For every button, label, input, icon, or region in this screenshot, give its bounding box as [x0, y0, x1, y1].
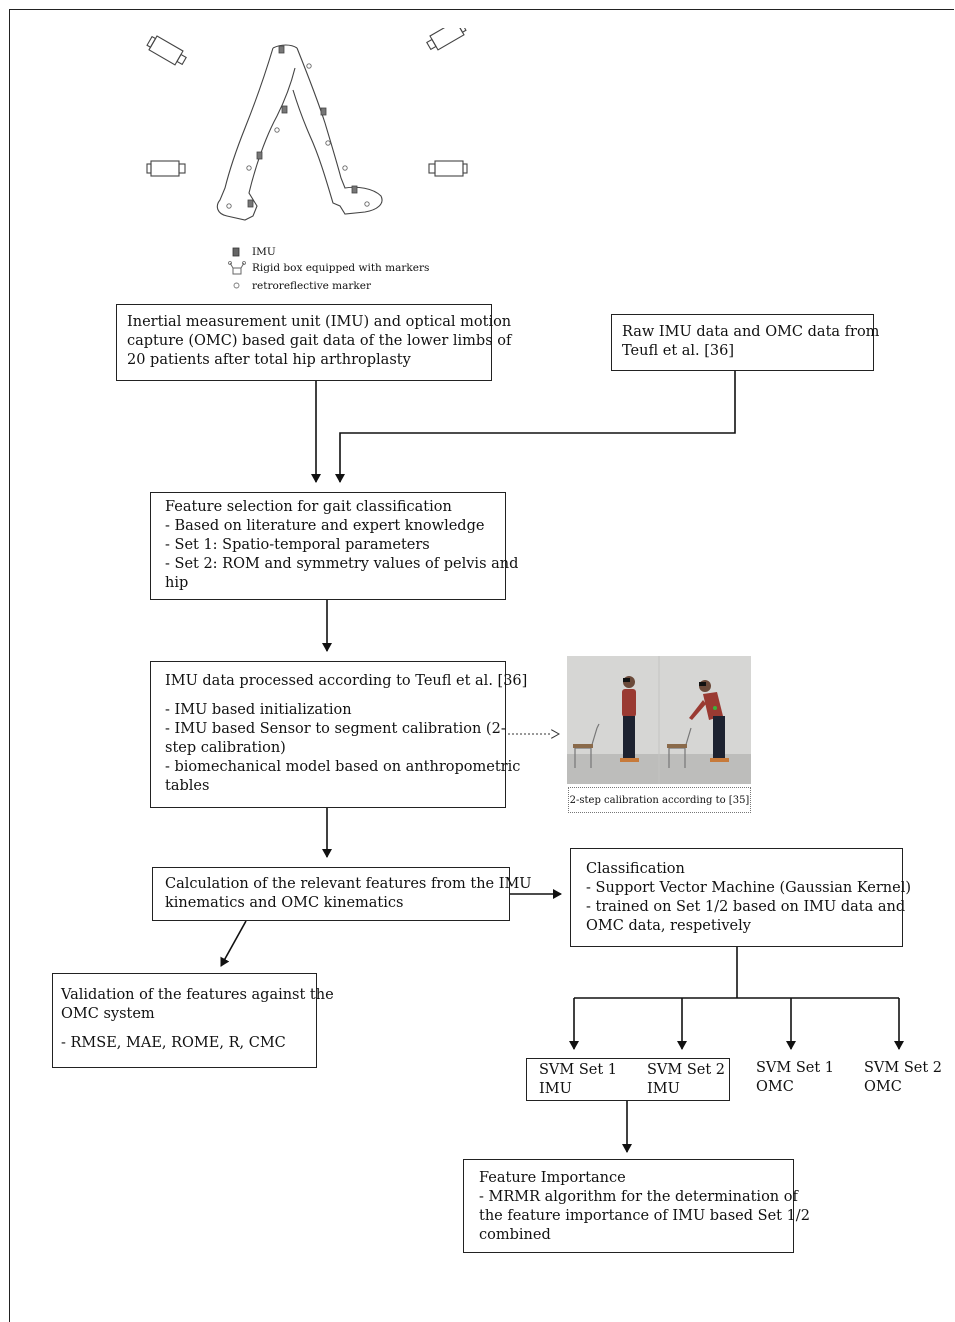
- svm-omc-set1-line: OMC: [756, 1079, 794, 1095]
- gait-capture-illustration: [146, 28, 468, 221]
- box-text-line: - MRMR algorithm for the determination o…: [479, 1189, 798, 1205]
- marker-icon: [325, 140, 331, 146]
- imu-icon: [247, 199, 254, 208]
- box-imu-processing: IMU data processed according to Teufl et…: [150, 661, 528, 808]
- svm-omc-set1-line: SVM Set 1: [756, 1060, 835, 1076]
- box-text-line: - IMU based initialization: [165, 702, 352, 718]
- svm-omc-set2-line: SVM Set 2: [864, 1060, 943, 1076]
- box-feature-importance: Feature Importance - MRMR algorithm for …: [463, 1159, 810, 1253]
- box-text-line: - Set 2: ROM and symmetry values of pelv…: [165, 556, 519, 572]
- box-input-data: Inertial measurement unit (IMU) and opti…: [116, 304, 512, 381]
- box-text-line: kinematics and OMC kinematics: [165, 895, 404, 911]
- box-text-line: capture (OMC) based gait data of the low…: [127, 333, 512, 349]
- imu-icon: [351, 185, 358, 194]
- imu-icon: [278, 45, 285, 54]
- svm-omc-set2: SVM Set 2 OMC: [864, 1059, 942, 1097]
- left-leg-outline: [216, 47, 296, 221]
- camera-icon: [146, 160, 186, 177]
- marker-icon: [274, 127, 280, 133]
- box-text-line: - IMU based Sensor to segment calibratio…: [165, 721, 506, 737]
- box-text-line: Classification: [586, 861, 685, 877]
- box-text-line: - biomechanical model based on anthropom…: [165, 759, 521, 775]
- box-text-line: - RMSE, MAE, ROME, R, CMC: [61, 1035, 286, 1051]
- svm-omc-set2-line: OMC: [864, 1079, 902, 1095]
- svm-imu-set2-line: SVM Set 2: [647, 1062, 726, 1078]
- box-text-line: Feature Importance: [479, 1170, 626, 1186]
- camera-icon: [146, 35, 187, 66]
- legend-marker-label: retroreflective marker: [252, 280, 372, 292]
- box-text-line: hip: [165, 575, 189, 591]
- box-text-line: Feature selection for gait classificatio…: [165, 499, 452, 515]
- box-text-line: - Set 1: Spatio-temporal parameters: [165, 537, 430, 553]
- imu-icon: [320, 107, 327, 116]
- legend-imu-label: IMU: [252, 246, 276, 258]
- svm-omc-set1: SVM Set 1 OMC: [756, 1059, 834, 1097]
- imu-icon: [256, 151, 263, 160]
- box-text-line: Inertial measurement unit (IMU) and opti…: [127, 314, 512, 330]
- camera-icon: [428, 160, 468, 177]
- box-text-line: OMC data, respetively: [586, 918, 751, 934]
- legend-rigid-box-label: Rigid box equipped with markers: [252, 262, 430, 274]
- box-calculation: Calculation of the relevant features fro…: [152, 867, 532, 921]
- marker-icon: [226, 203, 232, 209]
- legend-rigid-box-icon: [228, 261, 246, 275]
- legend-marker-icon: [233, 282, 240, 289]
- box-text-line: Teufl et al. [36]: [622, 343, 735, 359]
- marker-icon: [364, 201, 370, 207]
- calibration-photo: [567, 656, 751, 784]
- svm-imu-set2-line: IMU: [647, 1081, 680, 1097]
- box-text-line: tables: [165, 778, 210, 794]
- box-validation: Validation of the features against the O…: [52, 973, 334, 1068]
- figure-frame: [9, 9, 954, 1322]
- camera-icon: [426, 28, 467, 51]
- box-text-line: - Based on literature and expert knowled…: [165, 518, 485, 534]
- box-text-line: - Support Vector Machine (Gaussian Kerne…: [586, 880, 912, 896]
- box-text-line: Raw IMU data and OMC data from: [622, 324, 880, 340]
- box-raw-data: Raw IMU data and OMC data from Teufl et …: [611, 314, 880, 371]
- right-leg-outline: [292, 47, 383, 215]
- box-text-line: Validation of the features against the: [61, 987, 334, 1003]
- box-text-line: Calculation of the relevant features fro…: [165, 876, 532, 892]
- box-classification: Classification - Support Vector Machine …: [570, 848, 912, 947]
- marker-icon: [246, 165, 252, 171]
- imu-icon: [281, 105, 288, 114]
- box-text-line: combined: [479, 1227, 551, 1243]
- box-text-line: OMC system: [61, 1006, 155, 1022]
- svm-imu-set1-line: SVM Set 1: [539, 1062, 618, 1078]
- legend-imu-icon: [232, 247, 240, 257]
- photo-caption: 2-step calibration according to [35]: [568, 787, 751, 813]
- box-feature-selection: Feature selection for gait classificatio…: [150, 492, 519, 600]
- marker-icon: [306, 63, 312, 69]
- box-text-line: the feature importance of IMU based Set …: [479, 1208, 810, 1224]
- svm-imu-set1-line: IMU: [539, 1081, 572, 1097]
- box-text-line: 20 patients after total hip arthroplasty: [127, 352, 411, 368]
- marker-icon: [342, 165, 348, 171]
- box-svm-imu: SVM Set 1 IMU SVM Set 2 IMU: [526, 1058, 730, 1101]
- box-text-line: step calibration): [165, 740, 286, 756]
- box-title: IMU data processed according to Teufl et…: [165, 673, 528, 689]
- box-text-line: - trained on Set 1/2 based on IMU data a…: [586, 899, 906, 915]
